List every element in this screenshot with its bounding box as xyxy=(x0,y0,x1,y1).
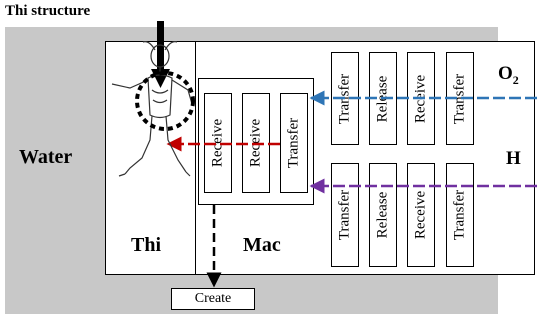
bottom-chain-cell: Receive xyxy=(407,163,435,267)
create-box: Create xyxy=(171,288,255,310)
thi-structure-pointer-head xyxy=(151,69,170,88)
mac-cell-transfer: Transfer xyxy=(280,93,308,193)
thi-structure-highlight-circle xyxy=(135,71,195,131)
create-label: Create xyxy=(194,291,232,306)
thi-mac-divider xyxy=(195,41,196,275)
water-label: Water xyxy=(19,146,73,168)
o2-label: O2 xyxy=(498,63,519,88)
thi-structure-label: Thi structure xyxy=(5,3,91,19)
thi-structure-pointer-shaft xyxy=(157,21,164,71)
bottom-chain-cell: Transfer xyxy=(446,163,474,267)
o2-label-subscript: 2 xyxy=(512,72,519,87)
thi-label: Thi xyxy=(131,234,162,256)
bottom-chain-cell: Release xyxy=(369,163,397,267)
h-label: H xyxy=(506,148,521,169)
o2-label-text: O xyxy=(498,63,513,84)
mac-label: Mac xyxy=(243,234,281,256)
thi-dancer-figure xyxy=(111,41,193,177)
bottom-chain-cell: Transfer xyxy=(331,163,359,267)
